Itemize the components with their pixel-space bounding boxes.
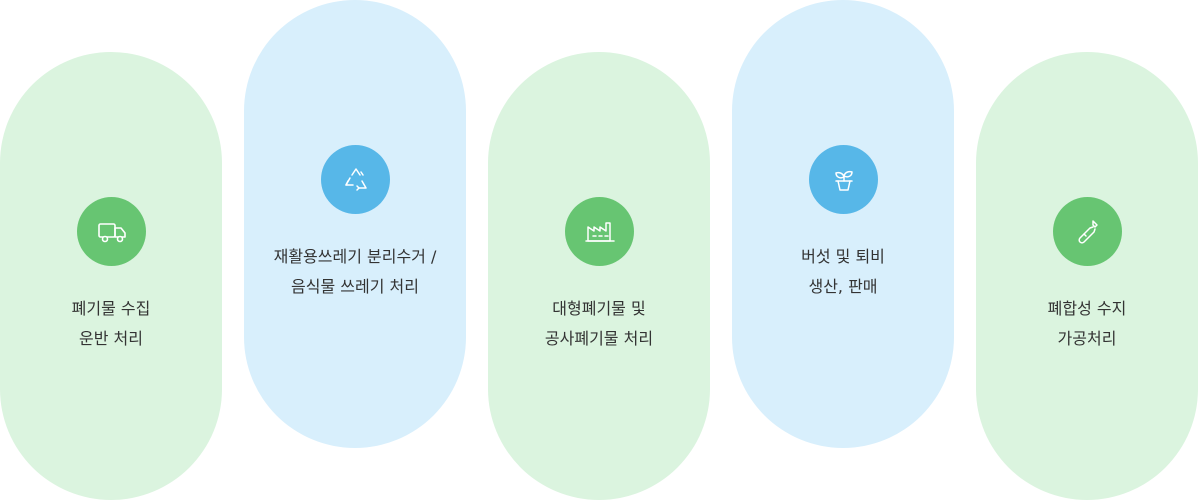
bottle-icon [1077,219,1098,244]
plant-pot-icon-badge [809,145,878,214]
service-label: 버섯 및 퇴비 생산, 판매 [801,247,885,296]
service-label: 폐기물 수집 운반 처리 [71,299,151,348]
service-card-recycling: 재활용쓰레기 분리수거 / 음식물 쓰레기 처리 [244,0,466,448]
truck-icon [97,222,126,242]
truck-icon-badge [77,197,146,266]
factory-icon [584,221,615,242]
bottle-icon-badge [1053,197,1122,266]
service-card-waste-collection: 폐기물 수집 운반 처리 [0,52,222,500]
service-card-mushroom-compost: 버섯 및 퇴비 생산, 판매 [732,0,954,448]
service-card-plastic-processing: 폐합성 수지 가공처리 [976,52,1198,500]
service-card-bulky-waste: 대형폐기물 및 공사폐기물 처리 [488,52,710,500]
service-label: 재활용쓰레기 분리수거 / 음식물 쓰레기 처리 [273,247,437,296]
factory-icon-badge [565,197,634,266]
recycle-icon-badge [321,145,390,214]
service-label: 폐합성 수지 가공처리 [1047,299,1127,348]
service-label: 대형폐기물 및 공사폐기물 처리 [544,299,654,348]
recycle-icon [344,167,367,191]
plant-pot-icon [834,170,853,191]
